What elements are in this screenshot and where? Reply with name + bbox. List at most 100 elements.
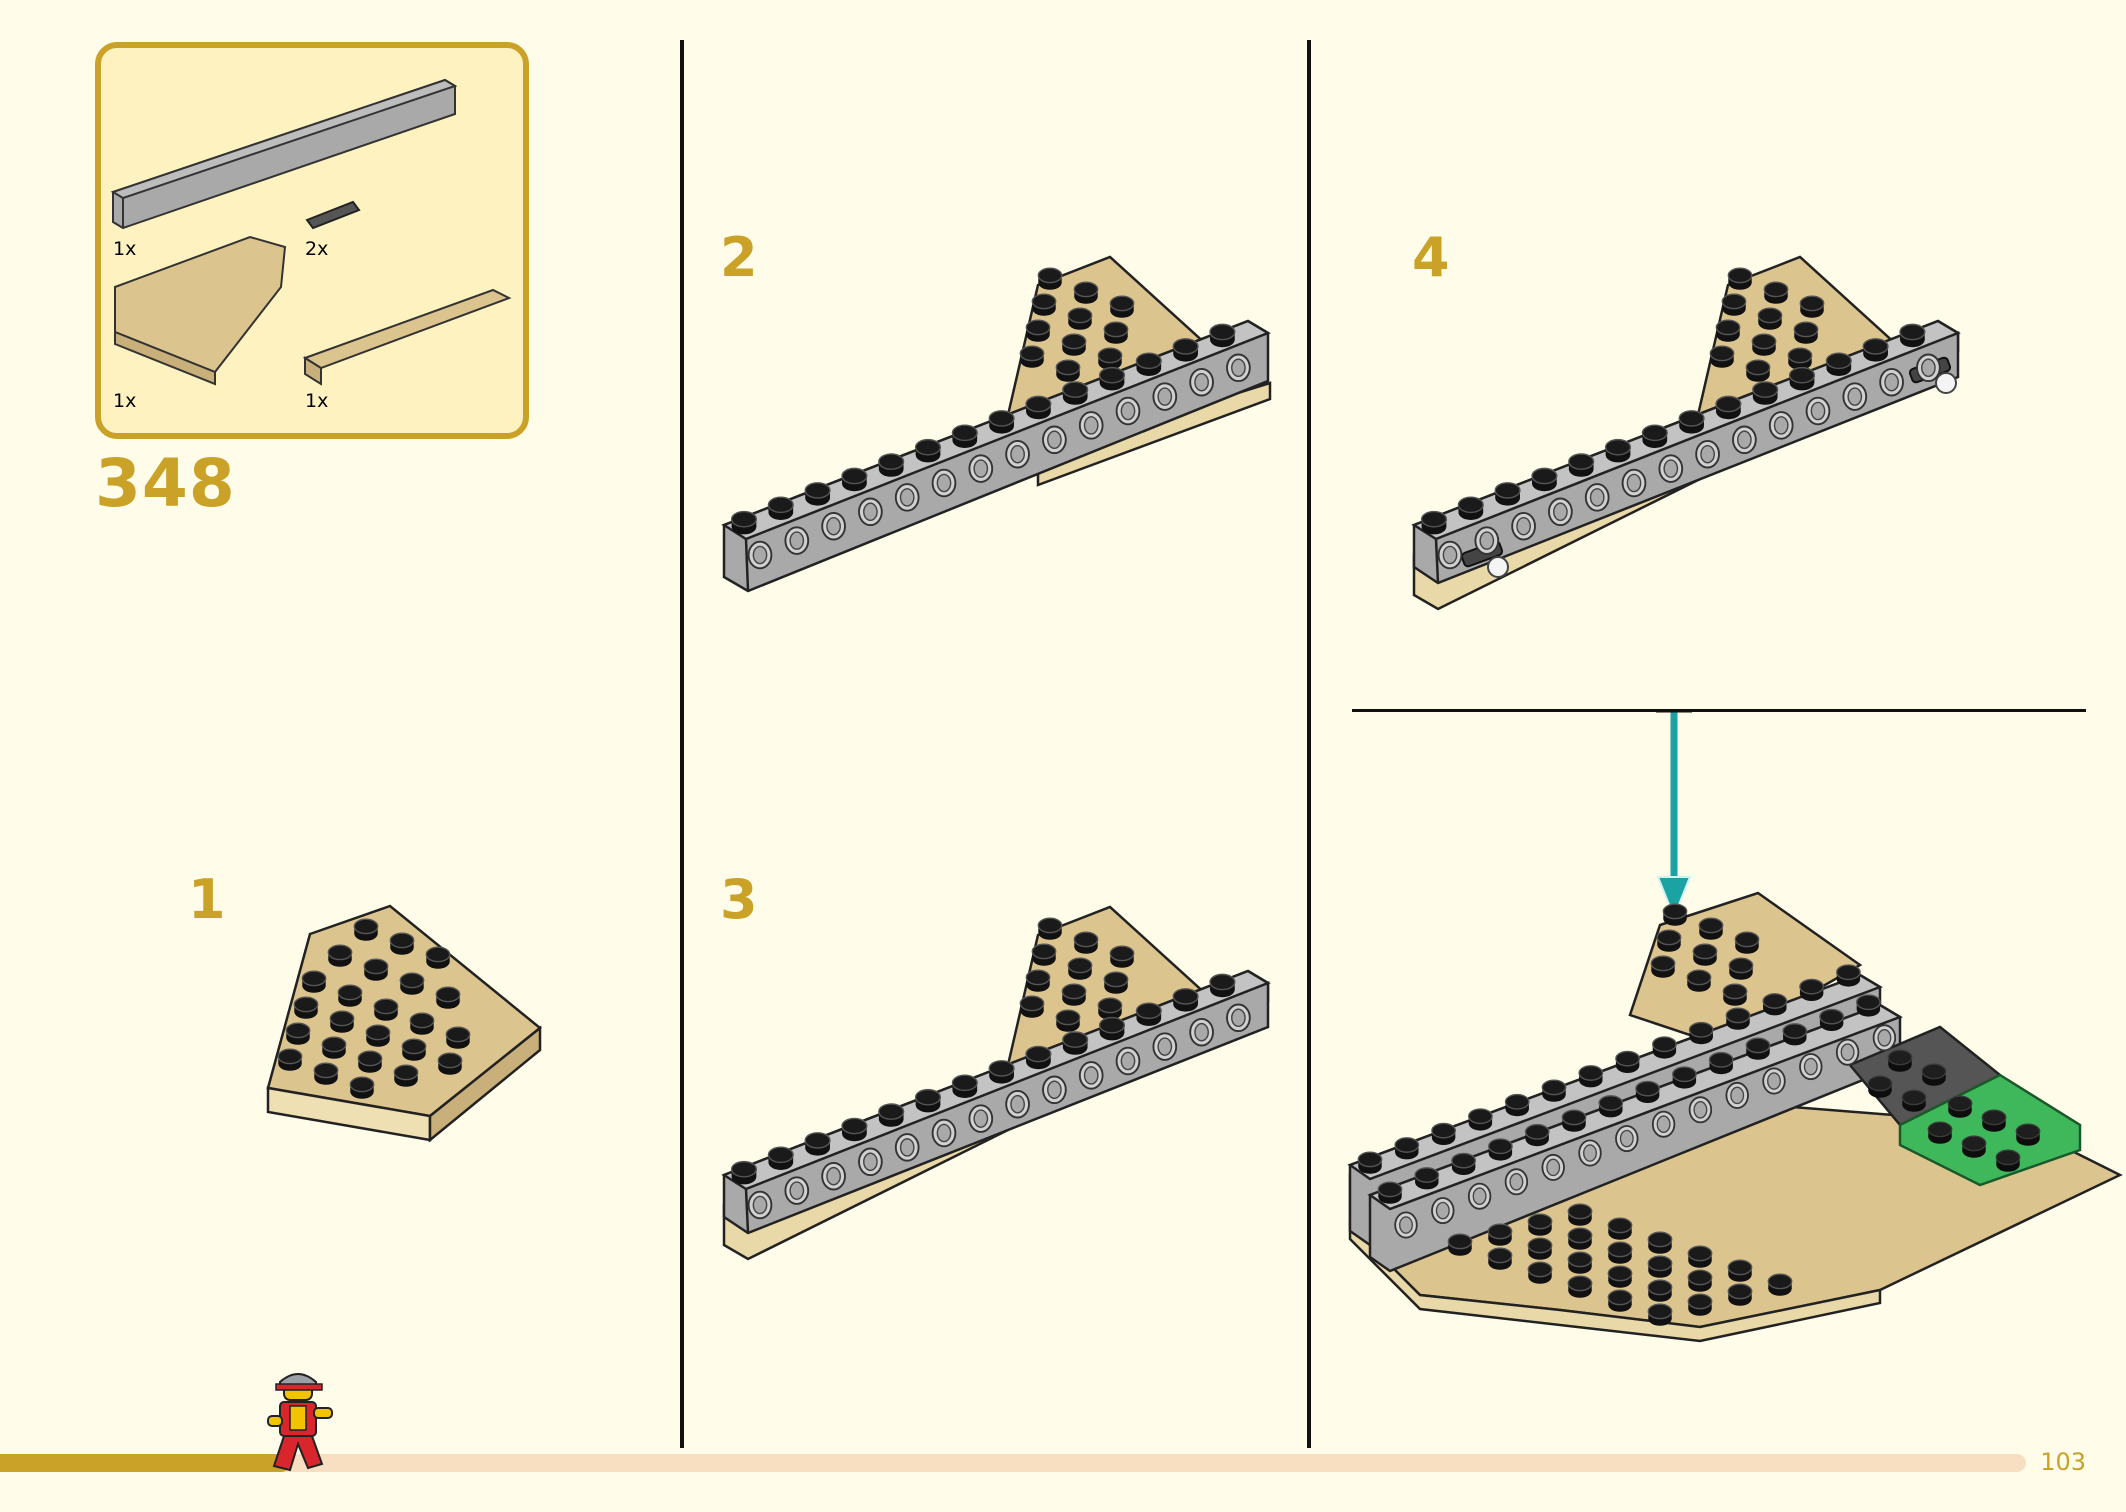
beam-hole <box>931 468 957 498</box>
stud <box>1607 1217 1633 1241</box>
step-4-illustration <box>1411 255 1961 611</box>
stud <box>1722 983 1748 1007</box>
stud <box>1727 1259 1753 1283</box>
beam-hole <box>1916 353 1941 383</box>
beam-hole <box>784 526 810 555</box>
wedge-plate-icon <box>114 235 287 386</box>
stud <box>1662 903 1688 927</box>
stud <box>1687 1269 1713 1293</box>
stud <box>393 1064 419 1088</box>
beam-hole <box>1474 526 1500 555</box>
stud <box>804 482 831 507</box>
beam-hole <box>1651 1110 1676 1138</box>
stud <box>1687 1293 1713 1317</box>
stud <box>357 1050 383 1074</box>
stud <box>1721 293 1747 317</box>
beam-hole <box>858 1147 883 1177</box>
stud <box>313 1062 339 1086</box>
stud <box>277 1048 303 1072</box>
beam-hole <box>1467 1182 1492 1210</box>
beam-hole <box>1548 497 1573 527</box>
stud <box>435 986 461 1010</box>
stud <box>1763 281 1789 305</box>
beam-hole <box>747 1190 773 1220</box>
beam-hole <box>784 1176 810 1205</box>
stud <box>1856 994 1881 1018</box>
beam-hole <box>1688 1096 1713 1124</box>
plate-icon <box>302 288 512 386</box>
stud <box>1961 1135 1987 1159</box>
stud <box>1578 1065 1604 1089</box>
beam-hole <box>894 1133 920 1162</box>
parts-qty: 1x <box>305 390 328 412</box>
stud <box>321 1036 347 1060</box>
stud <box>1025 319 1051 343</box>
beam-hole <box>1226 353 1251 383</box>
stud <box>1209 973 1236 998</box>
stud <box>1686 969 1712 993</box>
step-number-1: 1 <box>188 868 226 931</box>
step-number-3: 3 <box>720 868 758 931</box>
stud <box>1715 395 1742 420</box>
parts-qty: 1x <box>113 390 136 412</box>
stud <box>988 410 1015 435</box>
stud <box>329 1010 355 1034</box>
stud <box>1708 1051 1734 1075</box>
beam-hole <box>1394 1211 1418 1239</box>
stud <box>1527 1237 1553 1261</box>
stud <box>1947 1095 1973 1119</box>
stud <box>1025 395 1052 420</box>
stud <box>1921 1063 1947 1087</box>
stud <box>1135 352 1162 377</box>
beam-hole <box>821 511 846 541</box>
beam-hole <box>1658 454 1684 483</box>
beam-hole <box>1541 1153 1565 1181</box>
beam-hole <box>1768 411 1794 440</box>
beam-hole <box>1578 1139 1602 1167</box>
stud <box>1487 1223 1513 1247</box>
stud <box>1420 510 1448 536</box>
stud <box>401 1038 427 1062</box>
section-divider <box>1352 709 2086 712</box>
stud <box>1468 1108 1493 1132</box>
stud <box>1031 943 1057 967</box>
stud <box>353 918 379 942</box>
beam-hole <box>1152 382 1178 411</box>
stud <box>1561 1109 1587 1133</box>
beam-hole <box>1005 439 1030 469</box>
stud <box>1172 988 1199 1013</box>
step-1-illustration <box>266 904 542 1143</box>
stud <box>1995 1149 2021 1173</box>
beam-hole <box>1511 511 1536 541</box>
stud <box>1567 1275 1593 1299</box>
stud <box>1067 307 1093 331</box>
beam-hole <box>968 454 994 483</box>
stud <box>1887 1049 1913 1073</box>
stud <box>1745 1037 1771 1061</box>
stud <box>1025 1045 1052 1070</box>
step-number-2: 2 <box>720 226 758 289</box>
stud <box>285 1022 311 1046</box>
stud <box>1607 1265 1633 1289</box>
beam-hole <box>1872 1024 1897 1052</box>
stud <box>1927 1121 1953 1145</box>
stud <box>1981 1109 2007 1133</box>
stud <box>1782 1023 1808 1047</box>
stud <box>1067 957 1093 981</box>
stud <box>1698 917 1724 941</box>
stud <box>1109 295 1135 319</box>
stud <box>1062 381 1089 406</box>
beam-hole <box>1584 483 1610 512</box>
parts-qty: 1x <box>113 238 136 260</box>
stud <box>951 424 978 449</box>
beam-hole <box>1189 1017 1214 1047</box>
stud <box>1709 345 1735 369</box>
stud <box>1567 1227 1593 1251</box>
stud <box>1598 1095 1624 1119</box>
beam-hole <box>1226 1003 1251 1033</box>
stud <box>1494 482 1521 507</box>
stud <box>1031 293 1057 317</box>
stud <box>1788 366 1816 392</box>
stud <box>1767 1273 1793 1297</box>
stud <box>1615 1050 1640 1074</box>
